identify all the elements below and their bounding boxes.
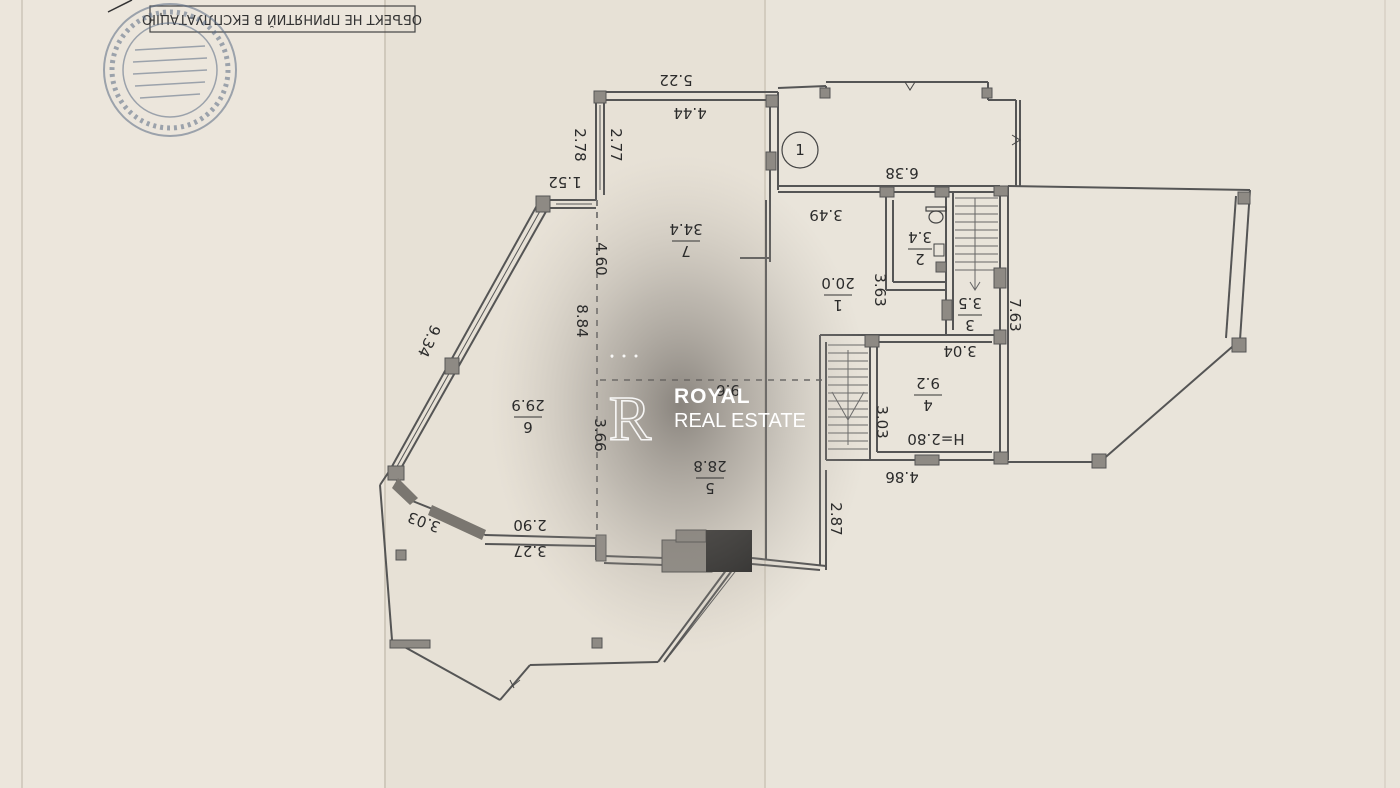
svg-text:3.4: 3.4 (908, 228, 932, 246)
wall-segment (392, 478, 418, 505)
toilet-icon (925, 206, 947, 224)
ceiling-height-label: H=2.80 (907, 430, 964, 448)
svg-text:20.0: 20.0 (821, 274, 854, 292)
room-5-label: 5 28.8 (693, 457, 726, 497)
svg-text:3: 3 (965, 316, 975, 334)
dimension-label: 3.49 (809, 206, 842, 224)
watermark-title: ROYAL (674, 385, 751, 408)
dimension-label: 4.60 (592, 242, 610, 275)
round-table-icon (781, 131, 819, 169)
room-7-label: 7 34.4 (669, 220, 702, 260)
dimension-label: 2.87 (827, 502, 845, 535)
room-3-label: 3 3.5 (958, 294, 982, 334)
dimension-label: 1.52 (548, 173, 581, 191)
dimension-label: 2.78 (571, 128, 589, 161)
dimension-label: 3.27 (513, 542, 546, 560)
room-bal-number: 1 (795, 141, 805, 159)
pen-mark (107, 0, 133, 13)
dimension-label: 4.44 (673, 104, 706, 122)
svg-text:3.5: 3.5 (958, 294, 982, 312)
entry-arrow-icon (509, 679, 515, 689)
dimension-label: 7.63 (1006, 298, 1024, 331)
dimension-label: 5.22 (659, 71, 692, 89)
dimension-label: 9.6 (716, 381, 740, 399)
room-6-label: 6 29.9 (511, 396, 544, 436)
photo-shadow (490, 155, 870, 655)
dimension-label: 6.38 (885, 164, 918, 182)
svg-text:5: 5 (705, 479, 715, 497)
room-2-label: 2 3.4 (908, 228, 932, 268)
watermark-logo: R (608, 354, 652, 455)
svg-text:4: 4 (923, 396, 933, 414)
dimension-label: 2.90 (513, 516, 546, 534)
svg-text:29.9: 29.9 (511, 396, 544, 414)
svg-text:6: 6 (523, 418, 533, 436)
svg-text:34.4: 34.4 (669, 220, 702, 238)
room-1-label: 1 20.0 (821, 274, 854, 314)
dimension-label: 3.04 (943, 342, 976, 360)
stamp-header-text: ОБЪЕКТ НЕ ПРИНЯТИЙ В ЕКСПЛУАТАЦІЮ (142, 11, 422, 27)
entry-arrow-icon (1011, 134, 1021, 146)
dimension-label: 2.77 (607, 128, 625, 161)
watermark-subtitle: REAL ESTATE (674, 410, 806, 432)
sink-icon (933, 243, 945, 257)
svg-text:2: 2 (915, 250, 925, 268)
svg-text:9.2: 9.2 (916, 374, 940, 392)
svg-text:7: 7 (681, 242, 691, 260)
entry-arrow-icon (904, 81, 916, 91)
wall-segment (428, 505, 486, 540)
round-seal (103, 3, 237, 137)
stairs-upper (955, 197, 998, 291)
paper-panel-left (0, 0, 385, 788)
dimension-label: 4.86 (885, 468, 918, 486)
dimension-label: 3.66 (591, 418, 609, 451)
dimension-label: 8.84 (573, 304, 591, 337)
watermark-monogram: R (609, 383, 652, 454)
room-4-label: 4 9.2 (914, 374, 942, 414)
dimension-label: 3.03 (873, 405, 891, 438)
svg-text:28.8: 28.8 (693, 457, 726, 475)
stamp-header: ОБЪЕКТ НЕ ПРИНЯТИЙ В ЕКСПЛУАТАЦІЮ (142, 5, 422, 33)
svg-text:1: 1 (833, 296, 843, 314)
dimension-label: 3.63 (871, 273, 889, 306)
